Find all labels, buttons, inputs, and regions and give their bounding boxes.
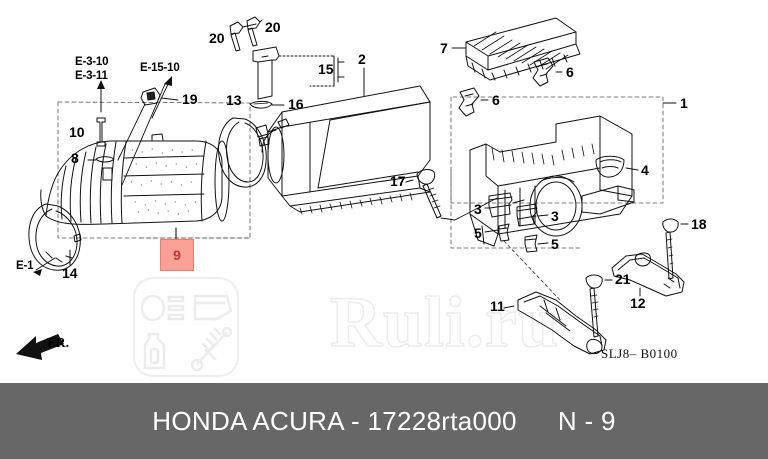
callout-14: 14: [62, 265, 78, 281]
front-direction-marker: FR.: [14, 330, 94, 368]
callout-15: 15: [318, 61, 334, 77]
callout-17: 17: [390, 173, 406, 189]
callout-5a: 5: [474, 225, 482, 241]
footer-separator: -: [350, 405, 360, 436]
callout-21: 21: [615, 271, 631, 287]
callout-20b: 20: [265, 19, 281, 35]
diagram-line-art: [28, 16, 689, 355]
callout-10: 10: [69, 124, 85, 140]
callout-1: 1: [680, 95, 688, 111]
callout-18: 18: [691, 216, 707, 232]
reference-e-3-11: E-3-11: [75, 70, 108, 82]
footer-part-number: 17228rta000: [367, 405, 517, 436]
callout-19: 19: [182, 91, 198, 107]
reference-e-3-10: E-3-10: [75, 56, 109, 68]
footer-bar: HONDA ACURA - 17228rta000 N - 9: [0, 383, 768, 459]
callout-4: 4: [641, 162, 649, 178]
exploded-parts-diagram: Ruli.ru: [14, 16, 707, 377]
callout-2: 2: [358, 51, 366, 67]
callout-3a: 3: [474, 201, 482, 217]
footer-page-ref: N - 9: [557, 405, 616, 436]
highlighted-part-number[interactable]: 9: [160, 239, 194, 271]
callout-16: 16: [288, 96, 304, 112]
callout-20a: 20: [209, 30, 225, 46]
reference-e-15-10: E-15-10: [140, 62, 180, 74]
callout-5b: 5: [551, 236, 559, 252]
footer-brand: HONDA ACURA: [152, 405, 344, 436]
callout-12: 12: [630, 295, 646, 311]
callout-11: 11: [490, 298, 505, 314]
callout-3b: 3: [551, 208, 559, 224]
fr-label: FR.: [47, 336, 70, 351]
diagram-code: SLJ8– B0100: [601, 346, 678, 361]
callout-6b: 6: [492, 92, 500, 108]
callout-6a: 6: [566, 64, 574, 80]
callout-13: 13: [226, 92, 242, 108]
footer-caption: HONDA ACURA - 17228rta000 N - 9: [152, 406, 615, 437]
fr-arrow-icon: [16, 334, 64, 360]
reference-e-1: E-1: [16, 260, 34, 272]
callout-7: 7: [440, 40, 448, 56]
callout-8: 8: [71, 150, 79, 166]
